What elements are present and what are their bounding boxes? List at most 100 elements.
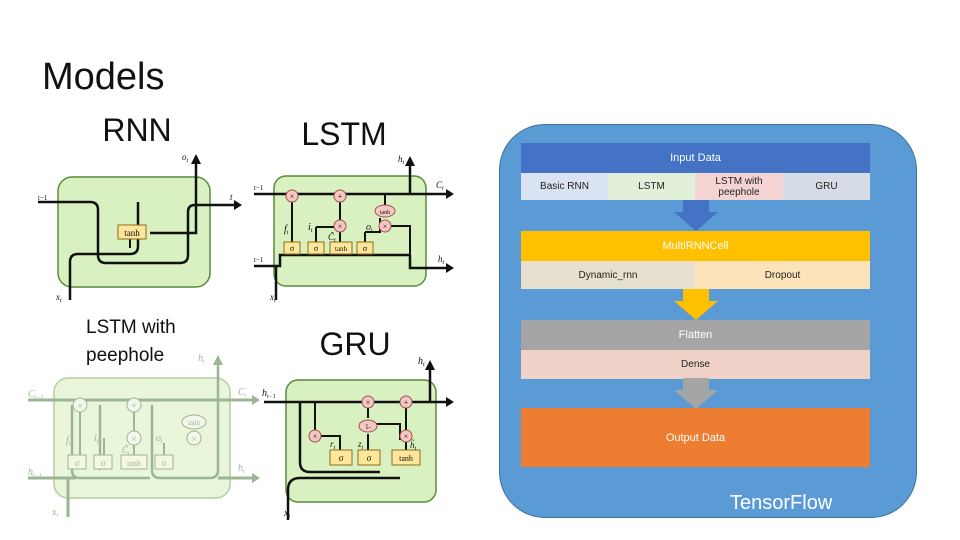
flow-arrow-3 bbox=[674, 378, 718, 409]
svg-text:h̃t: h̃t bbox=[410, 440, 417, 452]
svg-text:+: + bbox=[404, 398, 409, 407]
svg-text:×: × bbox=[191, 434, 196, 444]
svg-text:×: × bbox=[131, 434, 136, 444]
svg-text:σ: σ bbox=[363, 244, 368, 253]
rnn-tanh-label: tanh bbox=[124, 228, 140, 238]
svg-text:tanh: tanh bbox=[335, 245, 348, 253]
input-data-bar: Input Data bbox=[521, 143, 870, 173]
lstm-tanh-op bbox=[374, 204, 396, 218]
rnn-diagram: tanh ot xt t−1 t bbox=[38, 152, 242, 304]
svg-text:σ: σ bbox=[367, 453, 372, 463]
svg-text:t−1: t−1 bbox=[254, 256, 264, 264]
peephole-title-line2: peephole bbox=[86, 345, 165, 366]
svg-text:ht: ht bbox=[198, 353, 205, 365]
flatten-bar: Flatten bbox=[521, 320, 870, 350]
gru-one-minus bbox=[358, 419, 378, 433]
rnn-ot-label: o bbox=[182, 152, 187, 162]
svg-text:+: + bbox=[338, 192, 343, 201]
lstm-mult-input bbox=[333, 219, 347, 233]
gru-gate-z bbox=[357, 449, 381, 466]
gru-mult-reset bbox=[308, 429, 322, 443]
svg-text:ot: ot bbox=[156, 433, 163, 445]
lstm-gate-o bbox=[356, 241, 374, 255]
svg-text:σ: σ bbox=[75, 458, 80, 468]
svg-text:ot: ot bbox=[182, 152, 189, 164]
rnn-tanh-gate bbox=[117, 224, 147, 240]
svg-text:ht−1: ht−1 bbox=[262, 388, 276, 400]
svg-text:tanh: tanh bbox=[188, 419, 201, 427]
rnn-prev-label: t−1 bbox=[38, 194, 48, 202]
rnn-title: RNN bbox=[102, 112, 172, 148]
lstm-title: LSTM bbox=[301, 116, 387, 152]
rnn-xt-label: x bbox=[55, 292, 60, 302]
svg-text:ht: ht bbox=[238, 463, 245, 475]
lstm-cell-box bbox=[273, 175, 427, 287]
option-basic-rnn: Basic RNN bbox=[521, 173, 608, 200]
option-lstm: LSTM bbox=[608, 173, 695, 200]
svg-text:tanh: tanh bbox=[380, 210, 390, 216]
tensorflow-label: TensorFlow bbox=[730, 492, 833, 514]
rnn-out-label: t bbox=[230, 192, 233, 202]
flow-arrow-2 bbox=[674, 289, 718, 320]
lstm-mult-forget bbox=[285, 189, 299, 203]
svg-text:C̃t: C̃t bbox=[122, 445, 130, 457]
gru-gate-tanh bbox=[391, 449, 421, 466]
svg-text:ft: ft bbox=[66, 435, 71, 447]
svg-text:σ: σ bbox=[101, 458, 106, 468]
svg-text:1-: 1- bbox=[365, 423, 372, 431]
svg-text:tanh: tanh bbox=[399, 454, 413, 463]
svg-text:xt: xt bbox=[51, 507, 58, 519]
lstm-diagram: σ σ tanh σ × + × tanh × ft it C̃t ot ht … bbox=[254, 154, 454, 304]
svg-text:it: it bbox=[94, 433, 99, 445]
svg-text:tanh: tanh bbox=[127, 459, 141, 468]
lstm-gate-f bbox=[283, 241, 301, 255]
svg-text:Ct: Ct bbox=[436, 180, 444, 192]
slide-title: Models bbox=[42, 56, 165, 98]
svg-text:+: + bbox=[131, 401, 136, 411]
option-dropout: Dropout bbox=[695, 261, 870, 289]
svg-text:×: × bbox=[383, 222, 388, 231]
svg-text:×: × bbox=[313, 432, 318, 441]
gru-title: GRU bbox=[319, 326, 391, 362]
svg-text:it: it bbox=[308, 222, 313, 234]
svg-text:σ: σ bbox=[290, 244, 295, 253]
svg-text:ht: ht bbox=[438, 254, 445, 266]
svg-text:ot: ot bbox=[366, 222, 373, 234]
option-dynamic-rnn: Dynamic_rnn bbox=[521, 261, 695, 289]
svg-text:zt: zt bbox=[357, 439, 364, 451]
peephole-title-line1: LSTM with bbox=[86, 317, 176, 338]
gru-gate-r bbox=[329, 449, 353, 466]
svg-text:t−1: t−1 bbox=[254, 184, 264, 192]
option-lstm-peephole: LSTM with peephole bbox=[695, 173, 783, 200]
lstm-mult-output bbox=[378, 219, 392, 233]
svg-text:ft: ft bbox=[284, 224, 289, 236]
gru-mult-update bbox=[399, 429, 413, 443]
svg-text:×: × bbox=[404, 432, 409, 441]
svg-text:×: × bbox=[290, 192, 295, 201]
svg-text:×: × bbox=[338, 222, 343, 231]
svg-text:σ: σ bbox=[162, 458, 167, 468]
multirnncell-bar: MultiRNNCell bbox=[521, 231, 870, 261]
svg-text:xt: xt bbox=[55, 292, 62, 304]
svg-text:xt: xt bbox=[269, 292, 276, 304]
peephole-diagram: × + × tanh × σ σ tanh σ Ct−1 ht−1 Ct ht … bbox=[28, 353, 260, 519]
gru-plus bbox=[399, 395, 413, 409]
gru-mult-top bbox=[361, 395, 375, 409]
svg-text:Ct−1: Ct−1 bbox=[28, 389, 43, 401]
svg-text:σ: σ bbox=[314, 244, 319, 253]
svg-text:×: × bbox=[77, 401, 82, 411]
flow-arrow-1 bbox=[674, 200, 718, 231]
svg-text:Ct: Ct bbox=[238, 387, 247, 399]
svg-text:xt: xt bbox=[283, 508, 290, 520]
svg-text:C̃t: C̃t bbox=[328, 232, 336, 244]
output-data-block: Output Data bbox=[521, 408, 870, 467]
lstm-gate-tanh bbox=[329, 241, 353, 255]
svg-text:σ: σ bbox=[339, 453, 344, 463]
option-gru: GRU bbox=[783, 173, 870, 200]
dense-layer: Dense bbox=[521, 350, 870, 379]
svg-text:ht: ht bbox=[398, 154, 405, 166]
svg-text:ht−1: ht−1 bbox=[28, 467, 42, 479]
lstm-plus bbox=[333, 189, 347, 203]
svg-text:rt: rt bbox=[330, 439, 336, 451]
svg-text:×: × bbox=[366, 398, 371, 407]
